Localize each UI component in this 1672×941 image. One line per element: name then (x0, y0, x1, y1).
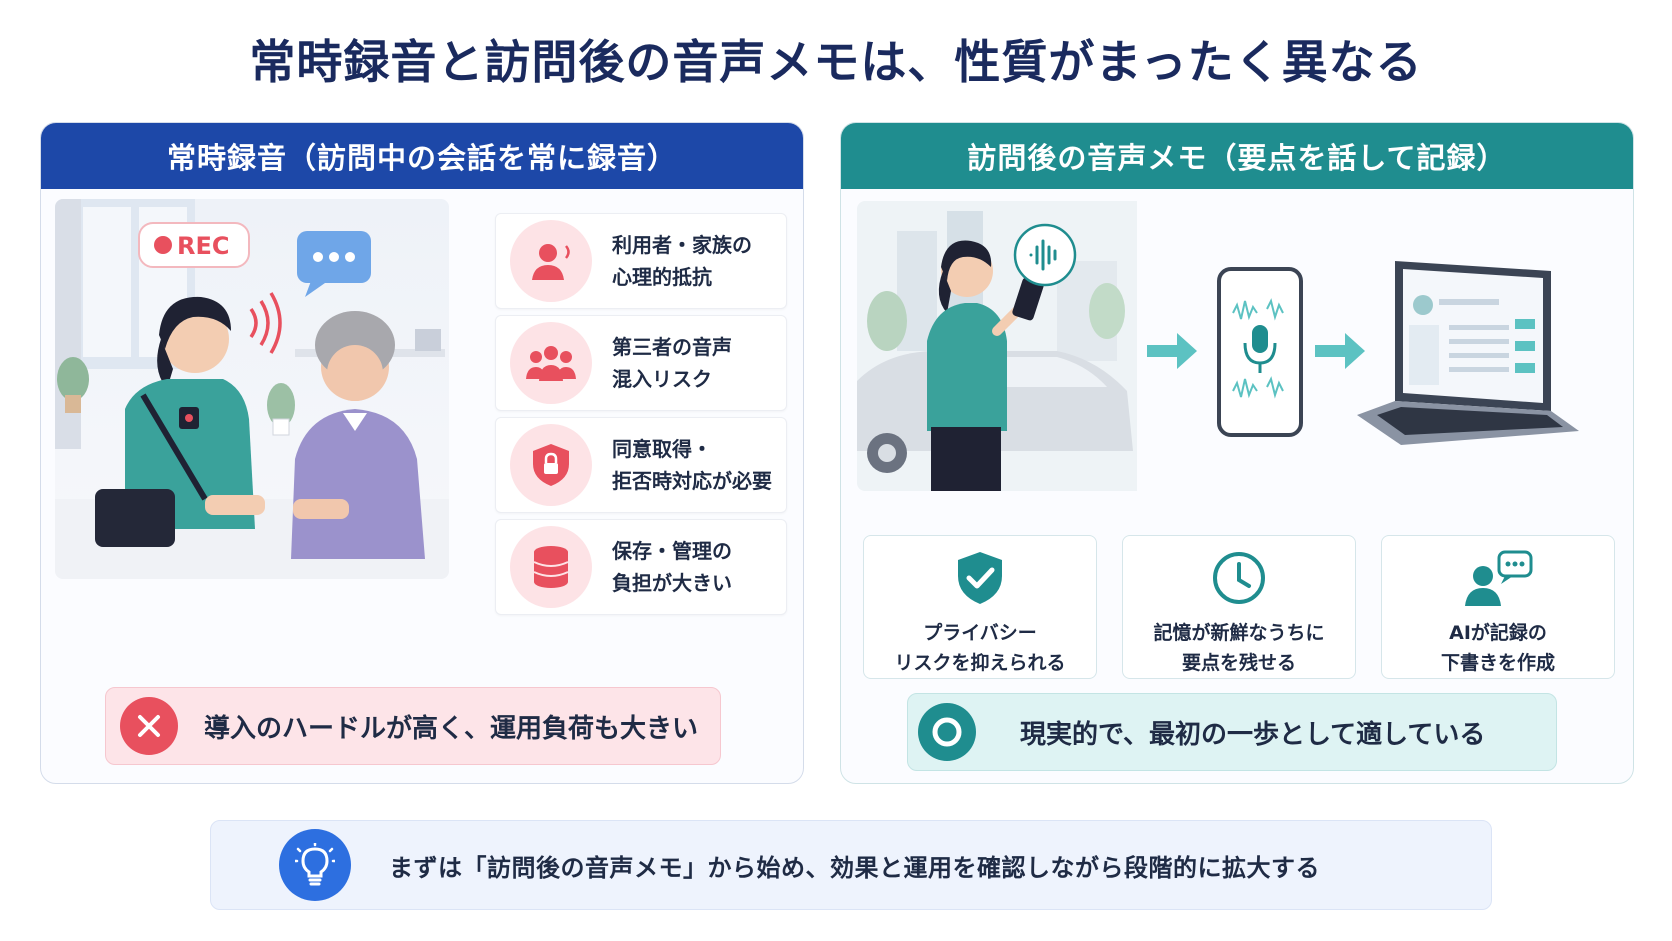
benefit-cards: プライバシー リスクを抑えられる 記憶が新鮮なうちに 要点を残せる (863, 535, 1615, 679)
post-visit-memo-header: 訪問後の音声メモ（要点を話して記録） (841, 123, 1633, 189)
benefit-card-privacy: プライバシー リスクを抑えられる (863, 535, 1097, 679)
always-recording-verdict: 導入のハードルが高く、運用負荷も大きい (105, 687, 721, 765)
clock-icon (1123, 550, 1355, 608)
benefit-card-memory: 記憶が新鮮なうちに 要点を残せる (1122, 535, 1356, 679)
rec-badge-text: REC (177, 232, 230, 260)
recommendation-text: まずは「訪問後の音声メモ」から始め、効果と運用を確認しながら段階的に拡大する (389, 853, 1320, 882)
shield-check-icon (864, 550, 1096, 608)
circle-ok-icon (918, 703, 976, 761)
always-recording-panel: 常時録音（訪問中の会話を常に録音） (40, 122, 804, 784)
person-chat-icon (1382, 550, 1614, 608)
always-recording-header: 常時録音（訪問中の会話を常に録音） (41, 123, 803, 189)
page-title: 常時録音と訪問後の音声メモは、性質がまったく異なる (249, 35, 1423, 89)
post-visit-memo-verdict-text: 現実的で、最初の一歩として適している (1020, 719, 1486, 750)
risk-item-psychological: 利用者・家族の 心理的抵抗 (495, 213, 787, 309)
post-visit-memo-panel: 訪問後の音声メモ（要点を話して記録） (840, 122, 1634, 784)
risk-item-consent: 同意取得・ 拒否時対応が必要 (495, 417, 787, 513)
risk-list: 利用者・家族の 心理的抵抗 第三者の音声 混入リスク (495, 213, 787, 621)
voice-memo-workflow-illustration (857, 201, 1601, 491)
recommendation-tip: まずは「訪問後の音声メモ」から始め、効果と運用を確認しながら段階的に拡大する (210, 820, 1492, 910)
database-icon (510, 526, 592, 608)
lightbulb-icon (279, 829, 351, 901)
always-recording-verdict-text: 導入のハードルが高く、運用負荷も大きい (204, 713, 699, 744)
benefit-card-ai-draft: AIが記録の 下書きを作成 (1381, 535, 1615, 679)
shield-lock-icon (510, 424, 592, 506)
cross-icon (120, 697, 178, 755)
risk-item-storage: 保存・管理の 負担が大きい (495, 519, 787, 615)
post-visit-memo-verdict: 現実的で、最初の一歩として適している (907, 693, 1557, 771)
risk-item-third-party: 第三者の音声 混入リスク (495, 315, 787, 411)
group-icon (510, 322, 592, 404)
person-alert-icon (510, 220, 592, 302)
home-visit-illustration: REC (55, 199, 449, 579)
